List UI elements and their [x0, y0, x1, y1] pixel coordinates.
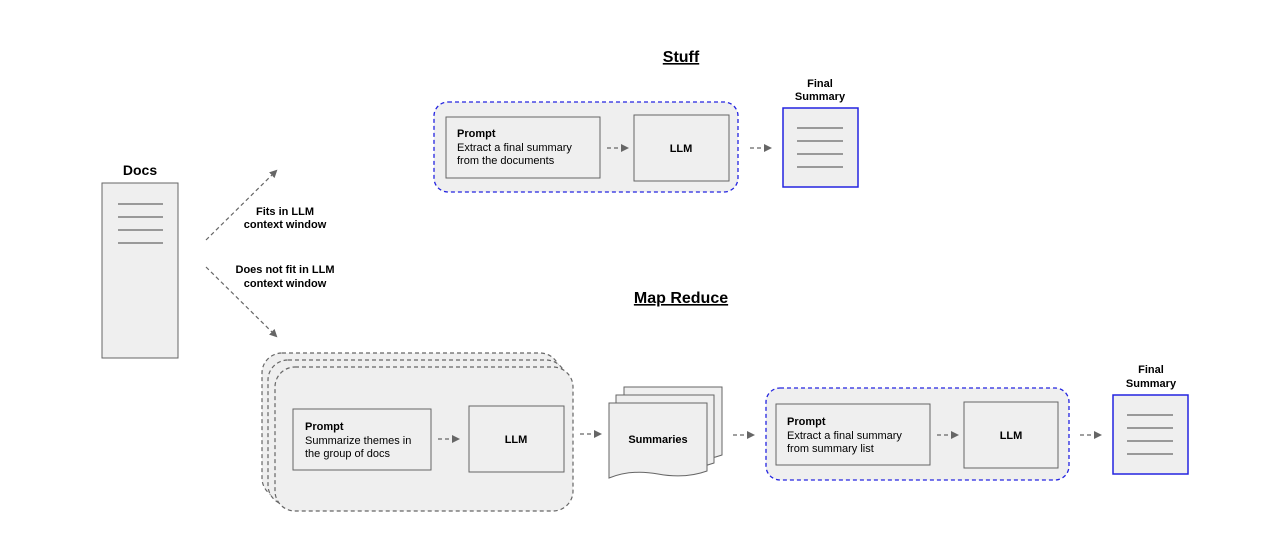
fits-label-line2: context window — [244, 219, 327, 231]
reduce-prompt-line1: Extract a final summary — [787, 430, 902, 442]
stuff-prompt-title: Prompt — [457, 128, 496, 140]
reduce-prompt-title: Prompt — [787, 416, 826, 428]
stuff-title: Stuff — [663, 49, 700, 66]
mr-final-summary-document-icon — [1112, 394, 1189, 475]
stuff-prompt-line2: from the documents — [457, 155, 555, 167]
fits-label-line1: Fits in LLM — [256, 206, 314, 218]
reduce-prompt-line2: from summary list — [787, 443, 874, 455]
reduce-prompt-box: Prompt Extract a final summary from summ… — [775, 403, 931, 466]
summaries-document-stack-icon: Summaries — [608, 386, 723, 479]
summaries-label: Summaries — [628, 434, 687, 446]
docs-document-icon — [101, 182, 179, 359]
map-prompt-title: Prompt — [305, 421, 344, 433]
mr-final-label-line1: Final — [1138, 364, 1164, 376]
stuff-llm-label: LLM — [670, 143, 693, 155]
map-prompt-line2: the group of docs — [305, 448, 391, 460]
stuff-final-summary-document-icon — [782, 107, 859, 188]
not-fits-label-line1: Does not fit in LLM — [236, 264, 335, 276]
not-fits-label-line2: context window — [244, 278, 327, 290]
reduce-llm-box: LLM — [963, 401, 1059, 469]
stuff-prompt-box: Prompt Extract a final summary from the … — [445, 116, 601, 179]
map-llm-label: LLM — [505, 434, 528, 446]
map-prompt-line1: Summarize themes in — [305, 435, 411, 447]
reduce-llm-label: LLM — [1000, 430, 1023, 442]
not-fits-branch-arrow — [205, 266, 278, 338]
stuff-final-label-line2: Summary — [795, 91, 846, 103]
docs-title: Docs — [123, 162, 157, 178]
stuff-final-label-line1: Final — [807, 78, 833, 90]
map-reduce-title: Map Reduce — [634, 290, 728, 307]
map-prompt-box: Prompt Summarize themes in the group of … — [292, 408, 432, 471]
stuff-prompt-line1: Extract a final summary — [457, 142, 572, 154]
fits-branch-arrow — [205, 169, 278, 241]
stuff-llm-box: LLM — [633, 114, 730, 182]
mr-final-label-line2: Summary — [1126, 378, 1177, 390]
map-llm-box: LLM — [468, 405, 565, 473]
